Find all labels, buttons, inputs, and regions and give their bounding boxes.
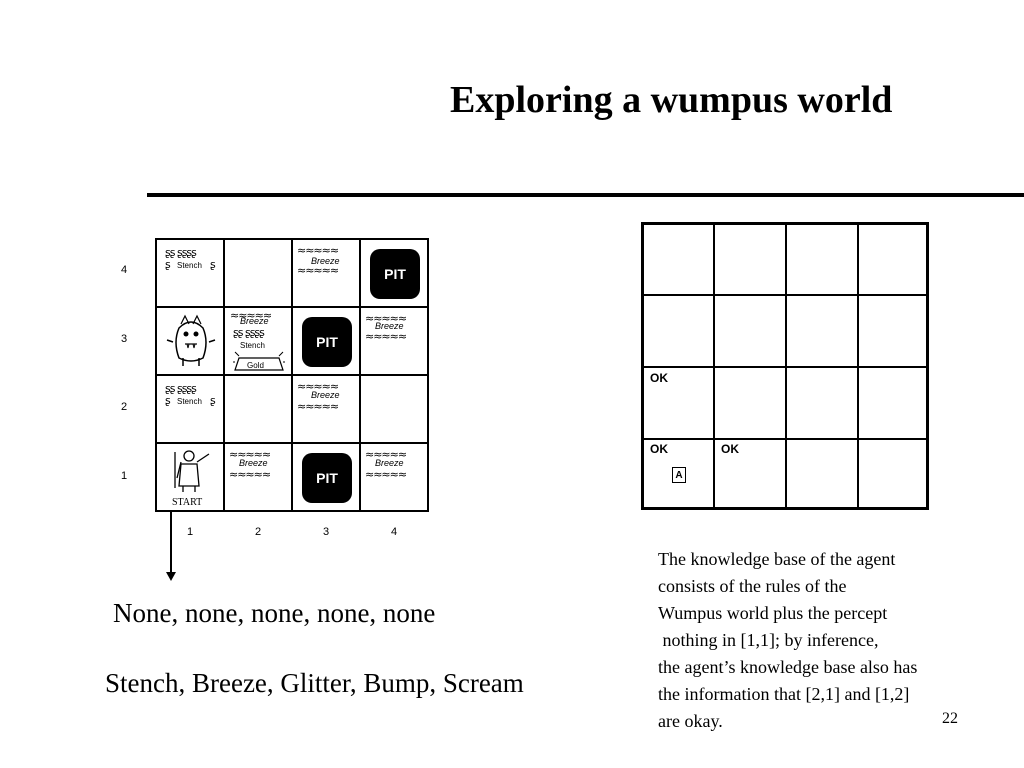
grid-line <box>644 294 926 296</box>
kb-description: The knowledge base of the agent consists… <box>658 546 1003 735</box>
slide-title: Exploring a wumpus world <box>450 79 893 121</box>
stench-label: Stench <box>240 341 265 350</box>
start-label: START <box>172 497 203 508</box>
gold-label: Gold <box>247 361 264 370</box>
percept-values: None, none, none, none, none <box>113 598 436 628</box>
breeze-label: Breeze <box>311 390 340 400</box>
cell-3-4: ≈≈≈≈≈ Breeze ≈≈≈≈≈ <box>293 240 361 308</box>
kb-line: The knowledge base of the agent <box>658 549 896 569</box>
kb-line: Wumpus world plus the percept <box>658 603 888 623</box>
breeze-wave-icon: ≈≈≈≈≈ <box>297 400 339 413</box>
col-label-1: 1 <box>187 526 194 538</box>
stench-label: Stench <box>177 397 202 406</box>
breeze-wave-icon: ≈≈≈≈≈ <box>230 309 272 322</box>
page-number: 22 <box>942 710 958 727</box>
gold-icon <box>233 351 285 371</box>
cell-2-1: ≈≈≈≈≈ Breeze ≈≈≈≈≈ <box>225 444 293 512</box>
breeze-wave-icon: ≈≈≈≈≈ <box>365 312 407 325</box>
breeze-label: Breeze <box>240 316 269 326</box>
breeze-wave-icon: ≈≈≈≈≈ <box>365 468 407 481</box>
knowledge-grid: OK OK OK A <box>641 222 929 510</box>
breeze-wave-icon: ≈≈≈≈≈ <box>365 330 407 343</box>
pit-3-3: PIT <box>302 317 352 367</box>
cell-1-2: ʂʂ ʂʂʂʂ Stench ʂ ʂ <box>157 376 225 444</box>
cell-3-2: ≈≈≈≈≈ Breeze ≈≈≈≈≈ <box>293 376 361 444</box>
agent-marker: A <box>672 467 686 483</box>
breeze-wave-icon: ≈≈≈≈≈ <box>229 468 271 481</box>
stench-wave-icon: ʂ <box>210 258 216 271</box>
breeze-wave-icon: ≈≈≈≈≈ <box>365 448 407 461</box>
stench-wave-icon: ʂʂ ʂʂʂʂ <box>165 246 197 259</box>
row-label-3: 3 <box>121 333 128 345</box>
kb-line: consists of the rules of the <box>658 576 847 596</box>
breeze-wave-icon: ≈≈≈≈≈ <box>297 264 339 277</box>
wumpus-icon <box>166 314 216 366</box>
ok-label-2-1: OK <box>721 442 739 456</box>
pit-4-4: PIT <box>370 249 420 299</box>
kb-line: are okay. <box>658 711 723 731</box>
kb-line: the agent’s knowledge base also has <box>658 657 918 677</box>
kb-line: nothing in [1,1]; by inference, <box>658 630 879 650</box>
col-label-4: 4 <box>391 526 398 538</box>
col-label-3: 3 <box>323 526 330 538</box>
breeze-label: Breeze <box>375 321 404 331</box>
grid-line <box>644 438 926 440</box>
cell-1-3 <box>157 308 225 376</box>
stench-wave-icon: ʂ <box>210 394 216 407</box>
cell-1-1: START <box>157 444 225 512</box>
breeze-label: Breeze <box>311 256 340 266</box>
grid-line <box>644 366 926 368</box>
grid-line <box>157 442 427 444</box>
wumpus-world-grid: ʂʂ ʂʂʂʂ Stench ʂ ʂ ≈≈≈≈≈ Breeze ≈≈≈≈≈ PI… <box>155 238 429 512</box>
cell-4-1: ≈≈≈≈≈ Breeze ≈≈≈≈≈ <box>361 444 429 512</box>
stench-label: Stench <box>177 261 202 270</box>
ok-label-1-1: OK <box>650 442 668 456</box>
cell-4-3: ≈≈≈≈≈ Breeze ≈≈≈≈≈ <box>361 308 429 376</box>
stench-wave-icon: ʂʂ ʂʂʂʂ <box>233 326 265 339</box>
percept-names: Stench, Breeze, Glitter, Bump, Scream <box>105 668 524 698</box>
ok-label-1-2: OK <box>650 371 668 385</box>
pit-3-1: PIT <box>302 453 352 503</box>
row-label-4: 4 <box>121 264 128 276</box>
breeze-wave-icon: ≈≈≈≈≈ <box>229 448 271 461</box>
col-label-2: 2 <box>255 526 262 538</box>
stench-wave-icon: ʂ <box>165 394 171 407</box>
cell-2-3: ≈≈≈≈≈ Breeze ʂʂ ʂʂʂʂ Stench Gold <box>225 308 293 376</box>
arrow-head-icon <box>166 572 176 581</box>
breeze-label: Breeze <box>375 458 404 468</box>
grid-line <box>157 374 427 376</box>
stench-wave-icon: ʂʂ ʂʂʂʂ <box>165 382 197 395</box>
breeze-label: Breeze <box>239 458 268 468</box>
kb-line: the information that [2,1] and [1,2] <box>658 684 910 704</box>
title-divider <box>147 193 1024 197</box>
stench-wave-icon: ʂ <box>165 258 171 271</box>
cell-1-4: ʂʂ ʂʂʂʂ Stench ʂ ʂ <box>157 240 225 308</box>
breeze-wave-icon: ≈≈≈≈≈ <box>297 380 339 393</box>
breeze-wave-icon: ≈≈≈≈≈ <box>297 244 339 257</box>
percept-arrow <box>170 512 172 574</box>
row-label-1: 1 <box>121 470 128 482</box>
agent-icon <box>174 450 210 492</box>
grid-line <box>157 306 427 308</box>
row-label-2: 2 <box>121 401 128 413</box>
